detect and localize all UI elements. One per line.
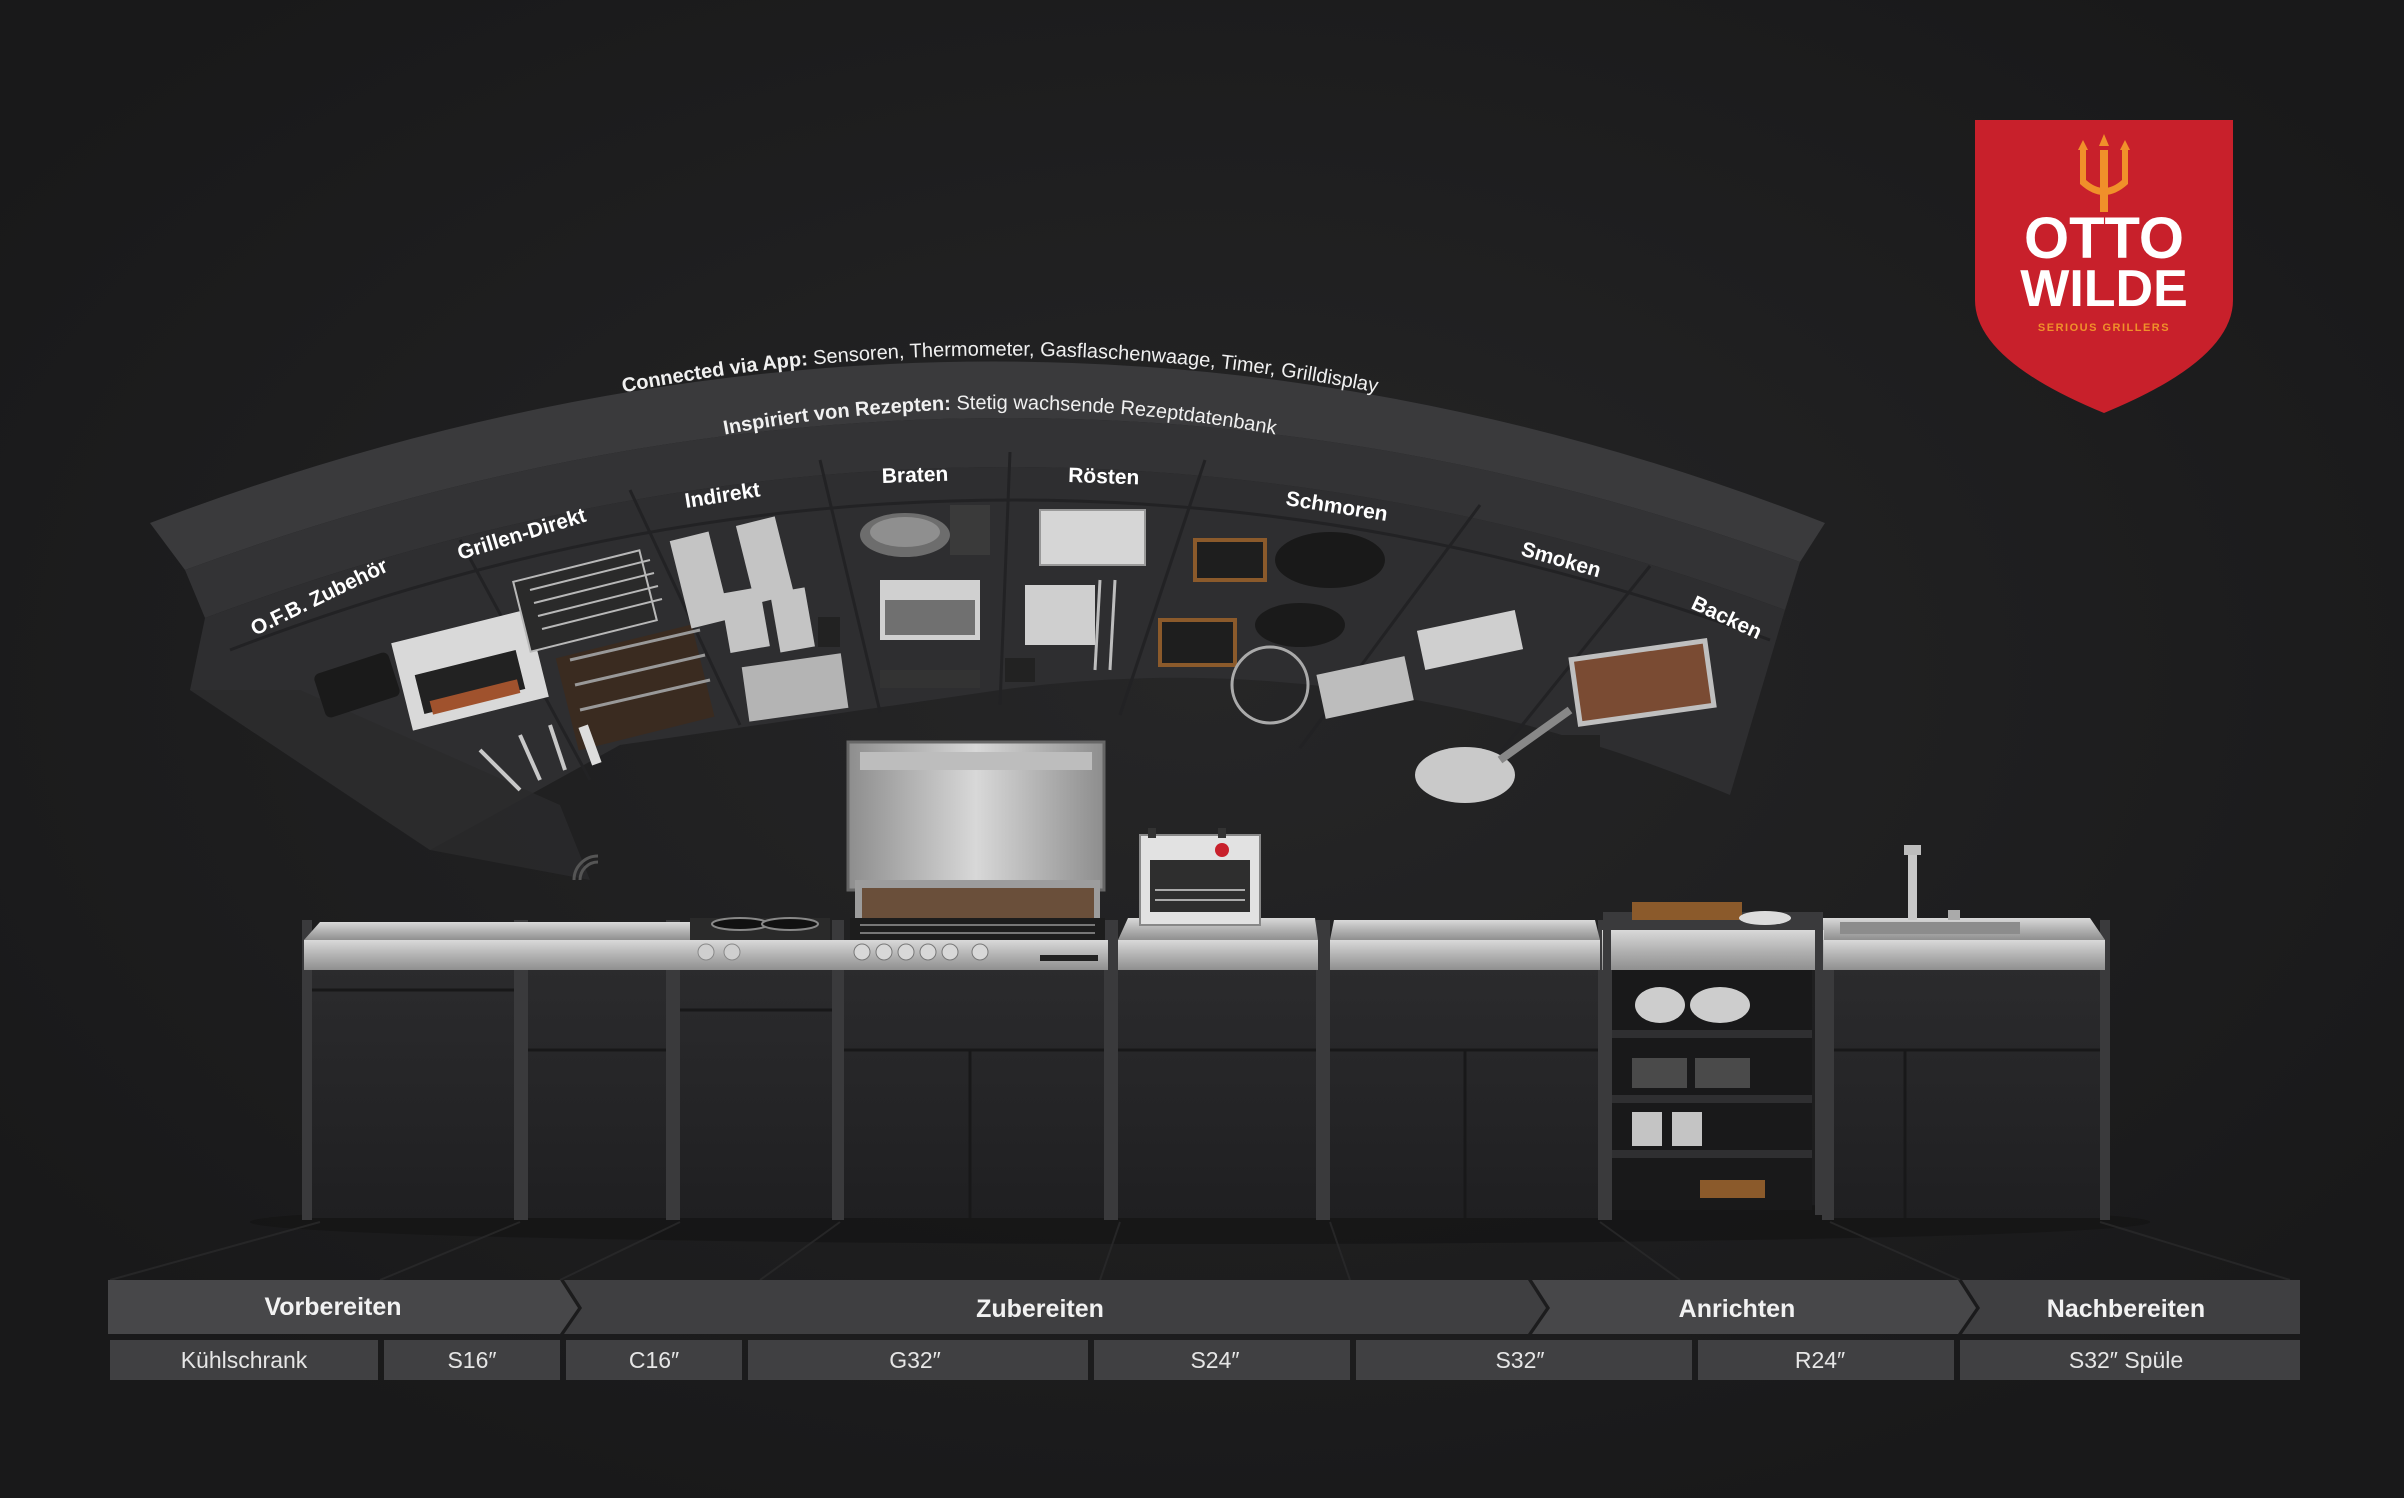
- grill-g32: [846, 740, 1106, 961]
- module-cell-c16: [566, 1340, 742, 1380]
- phase-nachbereiten: [1962, 1280, 2300, 1334]
- phase-label-anrichten: Anrichten: [1679, 1295, 1796, 1323]
- module-label-g32: G32″: [889, 1347, 941, 1373]
- process-bar: Vorbereiten Zubereiten Anrichten Nachber…: [108, 1221, 2300, 1380]
- module-cell-g32: [748, 1340, 1088, 1380]
- accessory-items: [314, 505, 1717, 803]
- logo-tagline: SERIOUS GRILLERS: [2038, 322, 2170, 334]
- sink-faucet: [1840, 845, 2020, 934]
- module-label-c16: C16″: [629, 1347, 679, 1373]
- module-cell-s16: [384, 1340, 560, 1380]
- phase-label-vorbereiten: Vorbereiten: [264, 1293, 401, 1321]
- ofb-grill: [1139, 828, 1261, 926]
- phase-vorbereiten: [108, 1280, 578, 1334]
- module-label-s24: S24″: [1190, 1347, 1239, 1373]
- module-label-s16: S16″: [447, 1347, 496, 1373]
- trident-icon: [2078, 134, 2130, 212]
- module-cell-s24: [1094, 1340, 1350, 1380]
- otto-wilde-logo: OTTO WILDE SERIOUS GRILLERS: [1975, 120, 2233, 413]
- module-cell-s32: [1356, 1340, 1692, 1380]
- module-label-s32: S32″: [1495, 1347, 1544, 1373]
- category-braten: Braten: [881, 463, 948, 488]
- module-label-r24: R24″: [1795, 1347, 1845, 1373]
- category-roesten: Rösten: [1068, 464, 1140, 489]
- phase-label-zubereiten: Zubereiten: [976, 1295, 1104, 1323]
- phase-zubereiten: [564, 1280, 1546, 1334]
- phase-anrichten: [1532, 1280, 1976, 1334]
- module-label-s32-spuele: S32″ Spüle: [2069, 1347, 2183, 1373]
- phase-label-nachbereiten: Nachbereiten: [2047, 1295, 2205, 1323]
- outdoor-kitchen: [250, 740, 2150, 1244]
- module-cell-s32-spuele: [1960, 1340, 2300, 1380]
- logo-otto: OTTO: [2024, 206, 2184, 271]
- accessory-fan: Connected via App: Sensoren, Thermometer…: [150, 338, 1825, 881]
- module-cell-kuehlschrank: [110, 1340, 378, 1380]
- serving-cart-r24: [1602, 902, 1824, 1215]
- module-label-kuehlschrank: Kühlschrank: [181, 1347, 308, 1373]
- wifi-icon: [572, 854, 599, 881]
- logo-wilde: WILDE: [2020, 260, 2188, 318]
- module-cell-r24: [1698, 1340, 1954, 1380]
